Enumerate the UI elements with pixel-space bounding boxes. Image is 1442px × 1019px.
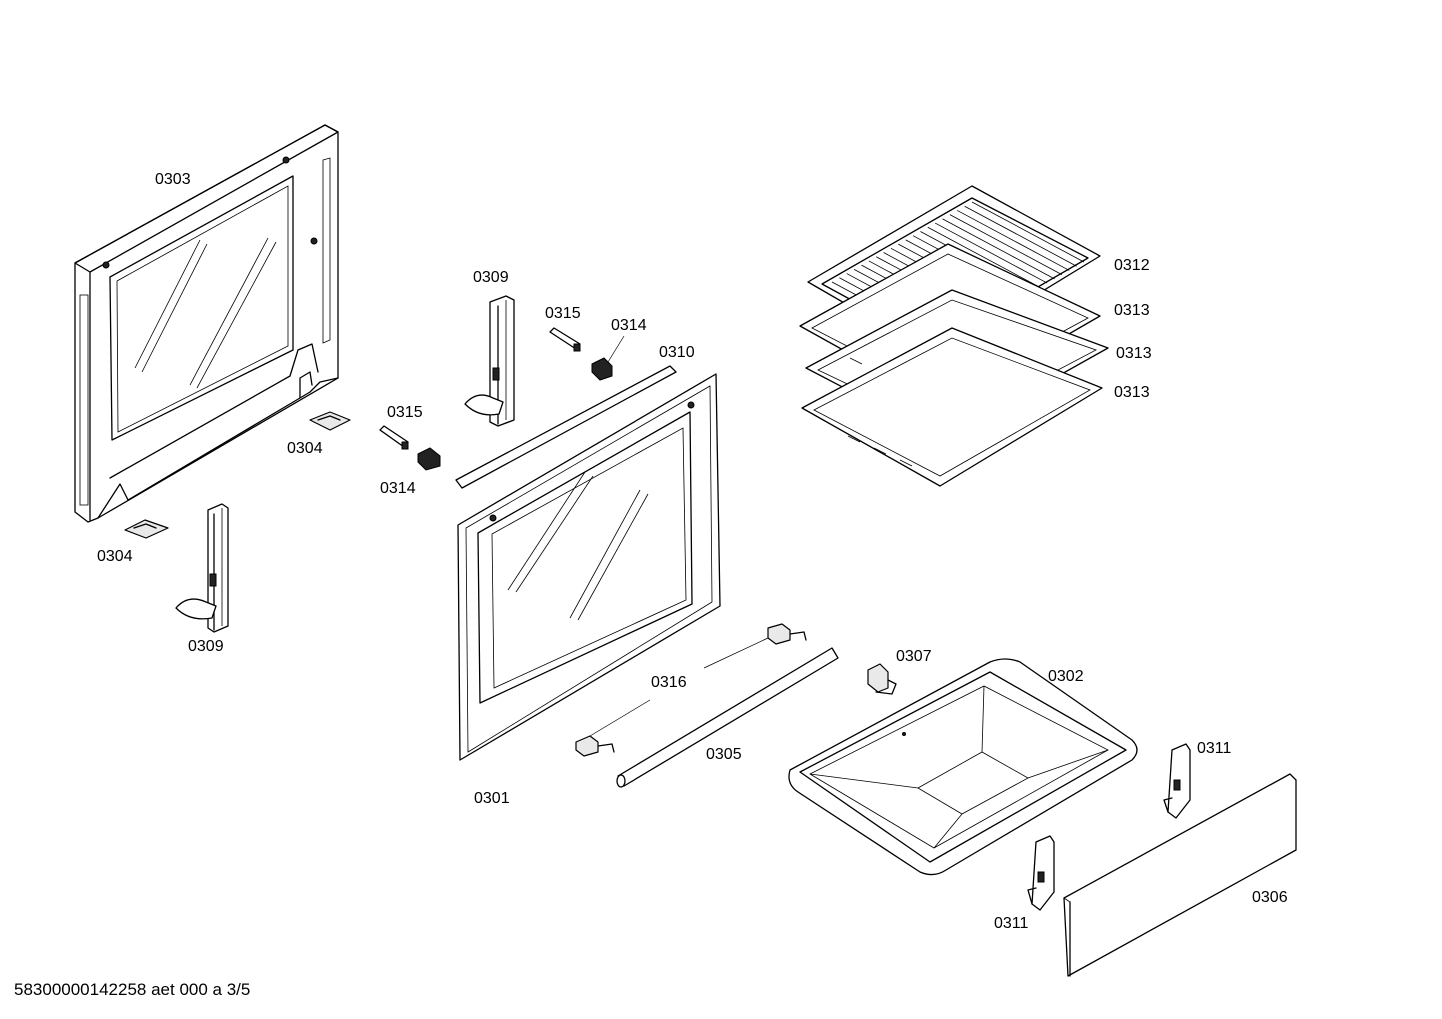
pin-upper: [549, 327, 581, 352]
rack-bar: [964, 205, 1077, 267]
drawer-pan: [788, 658, 1138, 876]
label-0311-bot: 0311: [994, 915, 1029, 932]
label-0312: 0312: [1114, 257, 1150, 274]
rack-bar: [927, 226, 1040, 288]
label-0313-a: 0313: [1114, 302, 1150, 319]
hinge-clip-lower: [124, 519, 169, 539]
hinge-clip-upper: [309, 411, 351, 431]
label-0309-bot: 0309: [188, 638, 224, 655]
block-upper: [591, 335, 625, 381]
label-0315-top: 0315: [545, 305, 581, 322]
block-lower: [417, 447, 441, 471]
rack-bar: [957, 210, 1070, 271]
label-0311-top: 0311: [1197, 740, 1232, 757]
label-0305: 0305: [706, 746, 742, 763]
outer-door-panel: [457, 373, 721, 761]
seal-strip: [455, 365, 677, 489]
label-0306: 0306: [1252, 889, 1288, 906]
label-0302: 0302: [1048, 668, 1084, 685]
label-0301: 0301: [474, 790, 510, 807]
hinge-lower: [175, 503, 229, 633]
rod-clip-upper: [703, 623, 807, 669]
inner-door-frame: [74, 124, 339, 523]
handle-rod: [616, 647, 839, 788]
rack-bar: [971, 201, 1085, 263]
rack-bar: [934, 222, 1048, 284]
rod-clip-lower: [575, 699, 651, 757]
label-0314-mid: 0314: [380, 480, 416, 497]
label-0303: 0303: [155, 171, 191, 188]
label-0313-c: 0313: [1114, 384, 1150, 401]
drawer-front-panel: [1063, 773, 1297, 977]
pin-lower: [379, 425, 409, 450]
label-0313-b: 0313: [1116, 345, 1152, 362]
label-0315-mid: 0315: [387, 404, 423, 421]
part-labels: 0303 0309 0315 0314 0310 0315 0304 0314 …: [97, 171, 1288, 932]
drawer-bracket: [867, 663, 897, 695]
label-0316: 0316: [651, 674, 687, 691]
label-0304-bot: 0304: [97, 548, 133, 565]
rack-bar: [942, 218, 1055, 280]
rack-bar: [949, 214, 1063, 275]
label-0307: 0307: [896, 648, 932, 665]
label-0304-mid: 0304: [287, 440, 323, 457]
drawer-runner-upper: [1163, 743, 1191, 819]
label-0314-top: 0314: [611, 317, 647, 334]
drawer-runner-lower: [1027, 835, 1055, 911]
baking-tray-3: [801, 327, 1103, 487]
document-id-footer: 58300000142258 aet 000 a 3/5: [14, 980, 251, 999]
hinge-upper: [464, 295, 515, 427]
label-0309-top: 0309: [473, 269, 509, 286]
label-0310: 0310: [659, 344, 695, 361]
